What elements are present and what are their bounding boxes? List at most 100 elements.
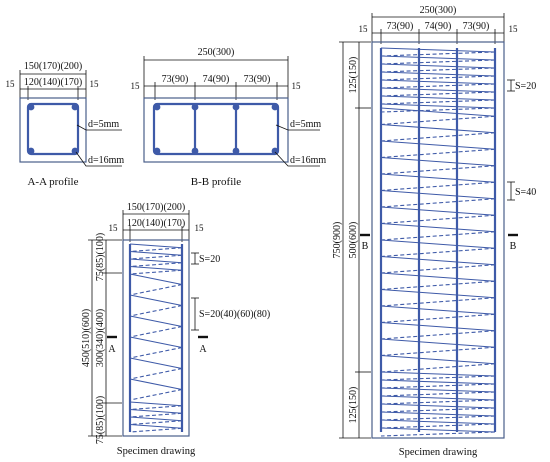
profile-b-dim-2: 74(90) [203, 74, 230, 85]
stirrup-segment [380, 206, 496, 216]
stirrup-segment [380, 103, 496, 109]
profile-b-dim-3: 73(90) [244, 74, 271, 85]
profile-b-rebar [153, 147, 161, 155]
specimen-small-dim-total: 150(170)(200) [127, 202, 185, 213]
stirrup-segment [380, 354, 496, 365]
specimen-large-cover-right: 15 [509, 24, 519, 34]
stirrup-segment [129, 357, 183, 370]
stirrup-segment [380, 411, 496, 417]
profile-b-rebar [191, 147, 199, 155]
profile-a-cover-left: 15 [6, 79, 16, 89]
stirrup-segment [129, 325, 183, 338]
stirrup-segment [380, 63, 496, 69]
stirrup-segment [380, 403, 496, 409]
profile-a-dim-inner: 120(140)(170) [24, 77, 82, 88]
stirrup-segment [380, 107, 496, 117]
stirrup-segment [380, 156, 496, 167]
stirrup-segment [380, 419, 496, 425]
profile-b: 250(300) 73(90) 74(90) 73(90) 15 15 d=5m… [131, 47, 327, 188]
stirrup-segment [129, 388, 183, 401]
profile-b-rebar [271, 147, 279, 155]
profile-b-label-d16: d=16mm [290, 155, 326, 166]
specimen-large-cover-left: 15 [359, 24, 369, 34]
stirrup-segment [380, 305, 496, 315]
stirrup-segment [129, 247, 183, 253]
specimen-small-spacing-dense: S=20 [199, 254, 220, 265]
specimen-large-section-mark-right: B [510, 241, 517, 252]
specimen-small-caption: Specimen drawing [117, 446, 196, 457]
specimen-small-height-top: 75(85)(100) [95, 233, 106, 281]
specimen-small-cover-left: 15 [109, 223, 119, 233]
stirrup-segment [129, 283, 183, 296]
profile-b-rebar [232, 103, 240, 111]
stirrup-segment [129, 416, 183, 422]
specimen-large-spacing-dense: S=20 [515, 81, 536, 92]
stirrup-segment [129, 412, 183, 418]
stirrup-segment [129, 405, 183, 411]
stirrup-segment [129, 401, 183, 407]
profile-a-rebar [71, 103, 79, 111]
stirrup-segment [129, 408, 183, 414]
stirrup-segment [380, 51, 496, 57]
stirrup-segment [129, 420, 183, 426]
profile-a-stirrup [26, 102, 80, 156]
stirrup-segment [380, 115, 496, 126]
stirrup-segment [380, 431, 496, 437]
specimen-large-height-total: 750(900) [332, 222, 343, 259]
specimen-large-caption: Specimen drawing [399, 447, 478, 458]
specimen-large-height-bot: 125(150) [348, 387, 359, 424]
specimen-large-height-top: 125(150) [348, 57, 359, 94]
stirrup-segment [129, 262, 183, 268]
stirrup-segment [129, 273, 183, 286]
specimen-large-dim-1: 73(90) [387, 21, 414, 32]
profile-b-concrete-outline [143, 97, 289, 163]
profile-b-label-d5: d=5mm [290, 119, 321, 130]
stirrup-segment [129, 254, 183, 260]
profile-b-dim-total: 250(300) [198, 47, 235, 58]
stirrup-segment [380, 55, 496, 61]
stirrup-segment [129, 315, 183, 328]
stirrup-segment [129, 243, 183, 249]
stirrup-segment [380, 407, 496, 413]
stirrup-segment [129, 423, 183, 429]
stirrup-segment [380, 423, 496, 429]
specimen-small-spacing-sparse: S=20(40)(60)(80) [199, 309, 270, 320]
specimen-large-height-mid: 500(600) [348, 222, 359, 259]
stirrup-segment [380, 363, 496, 373]
stirrup-segment [380, 165, 496, 175]
profile-a-dim-total: 150(170)(200) [24, 61, 82, 72]
stirrup-segment [380, 264, 496, 274]
stirrup-segment [380, 427, 496, 433]
stirrup-segment [129, 258, 183, 264]
stirrup-segment [380, 415, 496, 421]
specimen-large-stirrups [380, 47, 496, 437]
stirrup-segment [129, 250, 183, 256]
stirrup-segment [129, 265, 183, 271]
profile-b-dim-1: 73(90) [162, 74, 189, 85]
stirrup-segment [380, 198, 496, 208]
stirrup-segment [380, 83, 496, 89]
specimen-large-spacing-sparse: S=40 [515, 187, 536, 198]
profile-b-rebar [271, 103, 279, 111]
stirrup-segment [129, 427, 183, 433]
specimen-large-dim-2: 74(90) [425, 21, 452, 32]
stirrup-segment [380, 79, 496, 85]
stirrup-segment [380, 239, 496, 249]
stirrup-segment [380, 95, 496, 101]
stirrup-segment [129, 336, 183, 349]
profile-b-rebar [191, 103, 199, 111]
stirrup-segment [380, 313, 496, 324]
specimen-small-stirrups [129, 243, 183, 433]
stirrup-segment [380, 67, 496, 73]
stirrup-segment [380, 391, 496, 397]
stirrup-segment [380, 395, 496, 401]
stirrup-segment [380, 59, 496, 65]
specimen-small-height-total: 450(510)(600) [81, 309, 92, 367]
stirrup-segment [380, 47, 496, 53]
specimen-large-dim-3: 73(90) [463, 21, 490, 32]
profile-b-caption: B-B profile [191, 176, 242, 188]
stirrup-segment [380, 272, 496, 282]
profile-a-rebar [27, 147, 35, 155]
